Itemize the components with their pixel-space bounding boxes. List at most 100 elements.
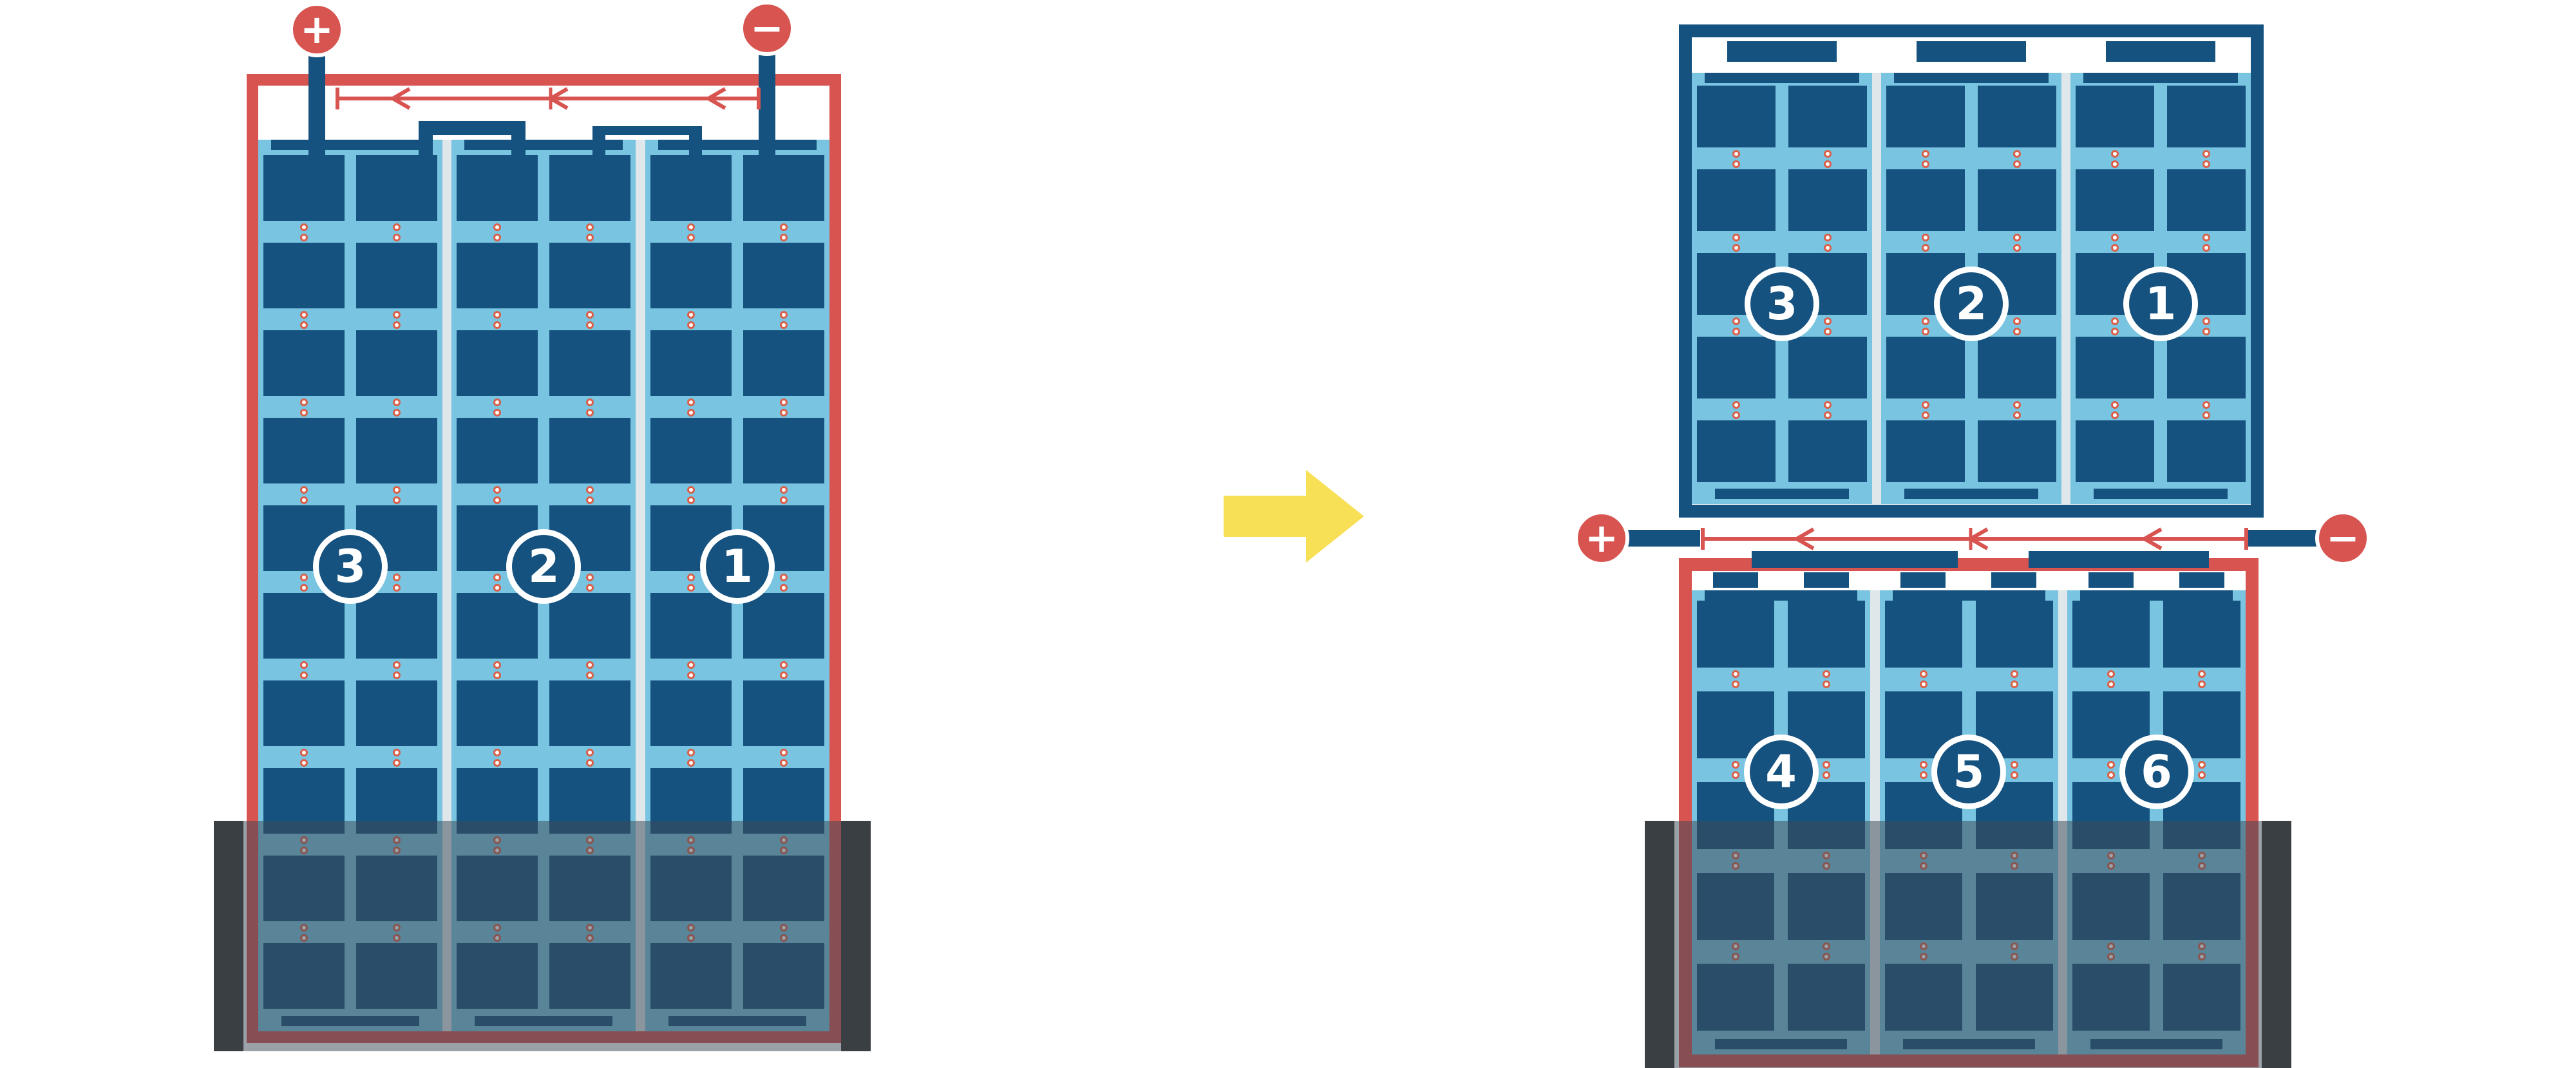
column-top-bus	[271, 140, 430, 150]
plus-icon: +	[300, 6, 334, 53]
solder-dot-icon	[2202, 150, 2210, 158]
solder-dot-icon	[2111, 160, 2119, 168]
pv-cell	[263, 330, 345, 396]
pv-cell	[356, 418, 437, 483]
column-bottom-bus	[2094, 489, 2228, 499]
solder-dot-icon	[2202, 401, 2210, 409]
solder-dot-icon	[300, 584, 308, 592]
solder-dot-icon	[393, 749, 401, 756]
solder-dot-icon	[300, 486, 308, 494]
solder-dot-icon	[2111, 244, 2119, 252]
solder-dot-icon	[300, 671, 308, 679]
solder-dot-icon	[2013, 244, 2021, 252]
cell-bridge-stub	[1713, 572, 1758, 588]
pv-cell	[2076, 169, 2154, 231]
string-number-label: 1	[2145, 277, 2177, 330]
column-bottom-bus	[1904, 489, 2038, 499]
solder-dot-icon	[2107, 761, 2115, 769]
solder-dot-icon	[393, 486, 401, 494]
solder-dot-icon	[2202, 411, 2210, 419]
solder-dot-icon	[1823, 771, 1830, 779]
solder-dot-icon	[779, 486, 788, 494]
pv-cell	[263, 243, 345, 308]
string-link-bus	[1752, 551, 1958, 568]
string-number-label: 1	[721, 540, 753, 593]
solder-dot-icon	[687, 321, 695, 329]
column-top-bus	[464, 140, 623, 150]
pv-cell	[1886, 337, 1965, 398]
solder-dot-icon	[2013, 150, 2021, 158]
solder-dot-icon	[1824, 150, 1832, 158]
solder-dot-icon	[1732, 234, 1740, 241]
pv-cell	[1697, 601, 1774, 668]
pv-cell	[2076, 337, 2154, 398]
solder-dot-icon	[493, 584, 502, 592]
mounting-rail-icon	[841, 821, 871, 1051]
pv-column: 2	[1881, 73, 2061, 504]
column-top-bus	[1892, 590, 2045, 601]
solder-dot-icon	[586, 398, 594, 406]
pv-cell	[743, 418, 824, 483]
solder-dot-icon	[2010, 771, 2018, 779]
pv-cell	[1978, 420, 2056, 482]
string-number-label: 3	[1766, 277, 1798, 330]
cell-bridge	[592, 126, 702, 135]
pv-cell	[1788, 420, 1867, 482]
solder-dot-icon	[1823, 680, 1830, 688]
solder-dot-icon	[2111, 234, 2119, 241]
pv-cell	[549, 330, 631, 396]
column-top-bus	[2080, 590, 2233, 601]
solder-dot-icon	[2111, 401, 2119, 409]
pv-cell	[2167, 169, 2246, 231]
pv-cell	[1886, 86, 1965, 147]
pv-cell-field-upper: 3 2 1	[1692, 73, 2251, 504]
solder-dot-icon	[687, 311, 695, 319]
solder-dot-icon	[2013, 328, 2021, 335]
string-number-badge: 6	[2119, 735, 2194, 809]
solder-dot-icon	[300, 661, 308, 669]
solder-dot-icon	[2010, 680, 2018, 688]
positive-terminal: +	[289, 2, 345, 57]
solder-dot-icon	[493, 749, 502, 756]
solder-dot-icon	[586, 311, 594, 319]
solder-dot-icon	[779, 311, 788, 319]
solder-dot-icon	[493, 486, 502, 494]
cell-bridge-stub	[592, 134, 605, 175]
solder-dot-icon	[493, 496, 502, 504]
solder-dot-icon	[1922, 244, 1929, 252]
solder-dot-icon	[779, 398, 788, 406]
solder-dot-icon	[1922, 234, 1929, 241]
solder-dot-icon	[1732, 411, 1740, 419]
solder-dot-icon	[779, 496, 788, 504]
mounting-rail-icon	[1645, 821, 1674, 1068]
pv-cell	[743, 243, 824, 308]
pv-cell	[549, 243, 631, 308]
pv-cell	[1978, 337, 2056, 398]
solder-dot-icon	[393, 321, 401, 329]
solder-dot-icon	[393, 409, 401, 417]
solder-dot-icon	[779, 574, 788, 581]
pv-cell	[457, 593, 538, 659]
solder-dot-icon	[1732, 160, 1740, 168]
pv-cell	[356, 593, 437, 659]
solder-dot-icon	[1824, 328, 1832, 335]
solder-dot-icon	[687, 661, 695, 669]
solder-dot-icon	[1823, 670, 1830, 678]
solder-dot-icon	[300, 223, 308, 231]
solder-dot-icon	[2202, 317, 2210, 325]
mounting-rail-icon	[2262, 821, 2291, 1068]
solder-dot-icon	[586, 759, 594, 767]
pv-column: 1	[2070, 73, 2251, 504]
solder-dot-icon	[1732, 244, 1740, 252]
cell-bridge-stub	[1991, 572, 2036, 588]
solder-dot-icon	[687, 584, 695, 592]
mounting-rail-icon	[214, 821, 243, 1051]
solder-dot-icon	[2013, 234, 2021, 241]
pv-cell	[1788, 337, 1867, 398]
solder-dot-icon	[779, 321, 788, 329]
solder-dot-icon	[2013, 401, 2021, 409]
solder-dot-icon	[493, 321, 502, 329]
solder-dot-icon	[1823, 761, 1830, 769]
pv-cell	[2072, 601, 2150, 668]
